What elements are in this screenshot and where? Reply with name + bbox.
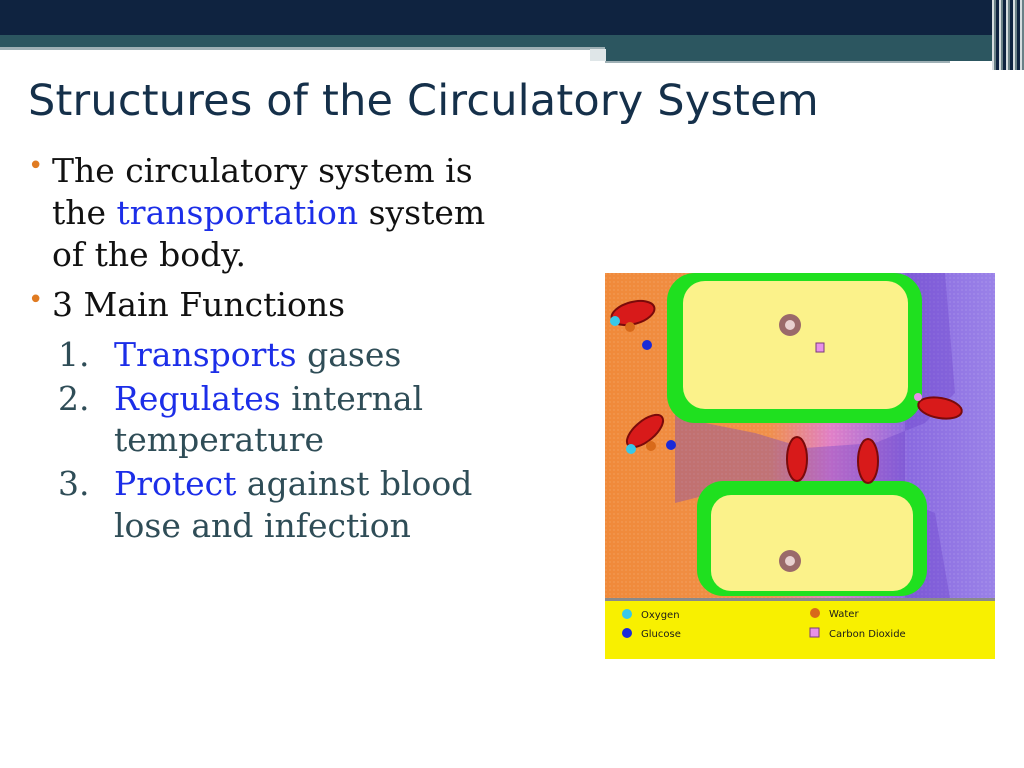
legend-carbon-dioxide-label: Carbon Dioxide — [829, 629, 906, 640]
header-band — [0, 0, 1024, 70]
function-text-cont: temperature — [114, 420, 325, 460]
oxygen-molecule — [610, 316, 620, 326]
capillary-diagram-svg: Oxygen Glucose Water Carbon Dioxide — [605, 273, 995, 659]
function-text-cont: lose and infection — [114, 506, 411, 546]
legend-water-swatch — [810, 608, 820, 618]
red-blood-cell — [917, 396, 963, 420]
slide-title: Structures of the Circulatory System — [28, 76, 819, 126]
bullet1-line3: of the body. — [52, 234, 246, 274]
bullet-dot: • — [28, 151, 44, 181]
legend-carbon-dioxide-swatch — [809, 627, 820, 638]
bullet-transport: • The circulatory system is the transpor… — [28, 150, 588, 276]
legend-background — [605, 598, 995, 659]
bullet1-line1: The circulatory system is — [52, 151, 473, 190]
glucose-molecule — [642, 340, 652, 350]
header-teal-step — [605, 47, 1024, 61]
bullet1-line2-post: system — [368, 192, 486, 232]
legend-water-label: Water — [829, 609, 859, 620]
slide-content: • The circulatory system is the transpor… — [28, 150, 588, 549]
list-item: 1. Transports gases — [58, 334, 588, 376]
list-number: 3. — [58, 464, 90, 504]
header-teal-bar — [0, 35, 1024, 47]
list-number: 1. — [58, 334, 90, 374]
carbon-dioxide-molecule — [914, 393, 922, 401]
bullet2-text: 3 Main Functions — [52, 284, 346, 324]
header-stripes — [992, 0, 1024, 70]
upper-nucleus-core — [785, 320, 795, 330]
upper-cell-body — [683, 281, 908, 409]
lower-cell-body — [711, 495, 913, 591]
list-item: 3. Protect against blood lose and infect… — [58, 463, 588, 547]
bullet-dot: • — [28, 284, 44, 315]
glucose-molecule — [666, 440, 676, 450]
legend-oxygen-label: Oxygen — [641, 610, 680, 621]
legend-divider — [605, 598, 995, 601]
list-number: 2. — [58, 378, 90, 418]
header-rule-right — [605, 61, 950, 63]
list-item: 2. Regulates internal temperature — [58, 378, 588, 462]
header-rule — [0, 47, 605, 50]
legend-glucose-label: Glucose — [641, 629, 681, 640]
capillary-diagram: Oxygen Glucose Water Carbon Dioxide — [605, 273, 995, 659]
bullet1-line2-pre: the — [52, 192, 107, 232]
function-text: internal — [291, 378, 424, 418]
keyword-protect: Protect — [114, 464, 237, 504]
header-navy-bar — [0, 0, 1024, 35]
keyword-transports: Transports — [114, 334, 297, 374]
header-notch — [590, 49, 606, 61]
carbon-dioxide-molecule — [815, 342, 825, 353]
function-text: against blood — [246, 464, 473, 504]
legend-oxygen-swatch — [622, 609, 632, 619]
keyword-transportation: transportation — [116, 192, 359, 232]
water-molecule — [625, 322, 635, 332]
function-text: gases — [307, 334, 402, 374]
red-blood-cell — [857, 438, 879, 484]
legend-glucose-swatch — [622, 628, 632, 638]
water-molecule — [646, 441, 656, 451]
red-blood-cell — [786, 436, 808, 482]
keyword-regulates: Regulates — [114, 378, 281, 418]
oxygen-molecule — [626, 444, 636, 454]
lower-nucleus-core — [785, 556, 795, 566]
bullet-functions: • 3 Main Functions — [28, 284, 588, 326]
functions-list: 1. Transports gases 2. Regulates interna… — [58, 334, 588, 548]
